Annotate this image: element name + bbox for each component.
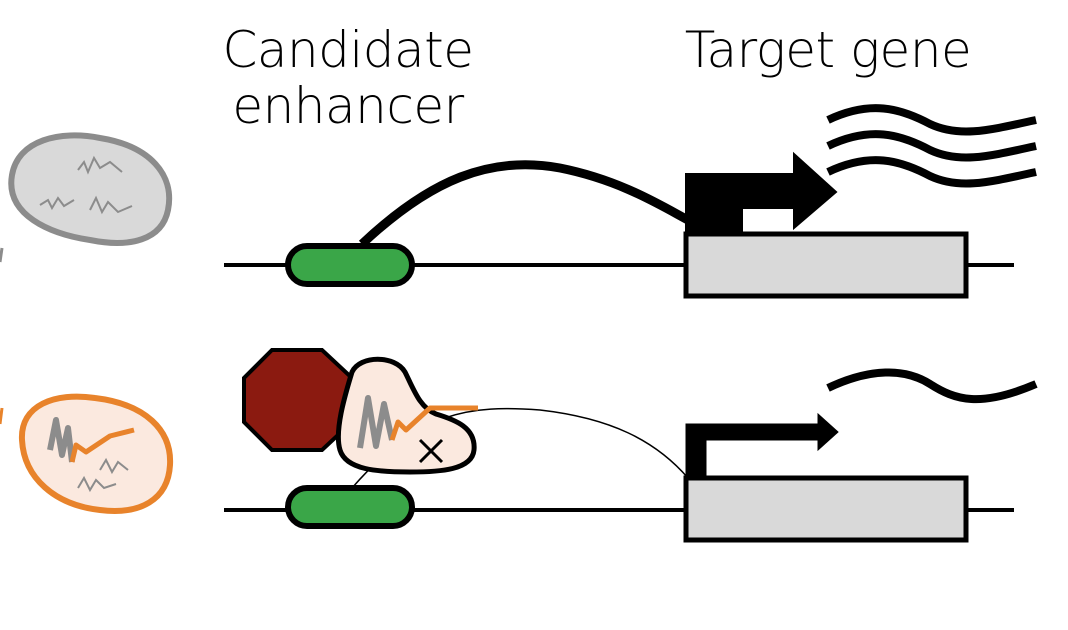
transcript-1 — [826, 104, 1037, 136]
cell-top-squiggle-2 — [77, 155, 123, 175]
weak-transcription-arrow-icon — [685, 412, 839, 479]
cell-top-body — [8, 132, 173, 246]
single-transcript — [826, 368, 1038, 404]
bottom-enhancer — [285, 485, 415, 529]
bottom-row-repressed — [224, 348, 1038, 543]
transcript-3 — [826, 156, 1037, 188]
cross-icon — [418, 438, 444, 464]
cell-bottom-grna-grey — [47, 417, 75, 463]
dcas9-grna-grey — [357, 395, 395, 449]
dcas9-complex-icon — [335, 356, 478, 475]
cell-icon — [0, 132, 173, 263]
stop-octagon-icon — [242, 348, 354, 452]
enhancer-loop — [358, 160, 691, 248]
dcas9-grna-orange — [389, 405, 478, 441]
cell-bottom-squiggle-2 — [99, 457, 129, 475]
transcript-2 — [826, 130, 1037, 162]
cell-with-guide-icon — [0, 393, 174, 514]
cell-bottom-squiggle-1 — [77, 475, 117, 493]
top-row-active — [224, 104, 1037, 299]
cell-top-pointer — [0, 247, 4, 263]
mrna-wave-icon — [826, 104, 1037, 188]
cell-bottom-body — [18, 393, 174, 514]
cell-bottom-pointer — [0, 407, 4, 425]
top-gene-box — [683, 231, 969, 299]
candidate-enhancer-label: Candidate enhancer — [198, 22, 498, 134]
cell-top-squiggle-3 — [89, 195, 133, 215]
top-enhancer — [285, 243, 415, 287]
cell-bottom-grna-orange — [69, 427, 135, 463]
candidate-enhancer-line2: enhancer — [232, 77, 464, 135]
candidate-enhancer-line1: Candidate — [222, 21, 474, 79]
cell-top-squiggle-1 — [39, 196, 75, 211]
target-gene-label: Target gene — [684, 21, 972, 79]
bottom-gene-box — [683, 475, 969, 543]
transcription-arrow-icon — [685, 151, 838, 235]
